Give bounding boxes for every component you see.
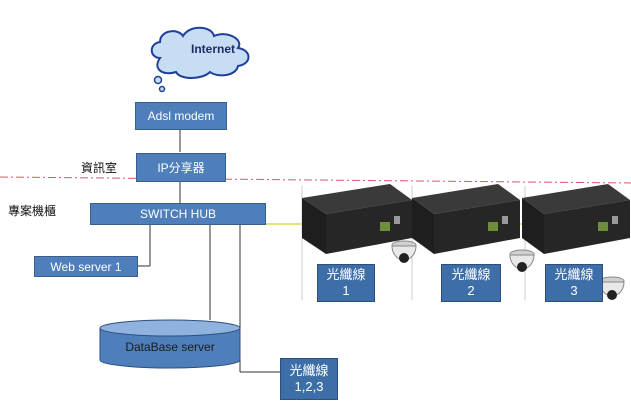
media-converter-icon <box>522 184 630 254</box>
database-server-label: DataBase server <box>125 340 215 354</box>
dome-camera-icon <box>509 249 535 272</box>
fiber-3-box: 光纖線 3 <box>545 264 603 302</box>
switch-hub-box: SWITCH HUB <box>90 203 266 225</box>
internet-label: Internet <box>190 42 235 56</box>
media-converter-icon <box>302 184 412 254</box>
media-converter-icon <box>412 184 520 254</box>
dome-camera-icon <box>391 240 417 263</box>
project-cabinet-label: 專案機櫃 <box>8 204 57 218</box>
database-cylinder-icon <box>99 319 241 369</box>
web-server-box: Web server 1 <box>34 256 138 277</box>
fiber-2-box: 光纖線 2 <box>441 264 501 302</box>
cloud-icon <box>150 26 250 93</box>
room-label: 資訊室 <box>81 161 118 175</box>
fiber-1-box: 光纖線 1 <box>317 264 375 302</box>
room-divider-line <box>0 176 631 184</box>
dome-camera-icon <box>599 276 625 300</box>
fiber-bundle-box: 光纖線 1,2,3 <box>280 358 338 400</box>
ip-sharer-box: IP分享器 <box>136 153 226 182</box>
adsl-modem-box: Adsl modem <box>135 102 227 130</box>
